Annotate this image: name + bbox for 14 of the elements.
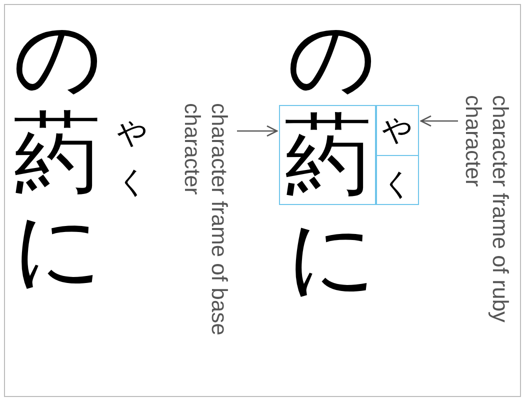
ruby-character-frame: [375, 105, 419, 205]
base-character-frame: [279, 105, 377, 205]
annotation-text: character frame of base character: [179, 103, 233, 398]
ruby-text: やく: [378, 95, 415, 204]
annotation-text: character frame of ruby character: [460, 95, 514, 395]
vertical-character: に: [287, 213, 377, 301]
vertical-character: に: [13, 205, 103, 293]
vertical-character: 葯: [284, 111, 372, 199]
vertical-character: の: [13, 13, 103, 101]
leader-arrow: [237, 125, 278, 137]
vertical-character: の: [287, 13, 377, 101]
ruby-text: やく: [113, 98, 150, 198]
leader-arrow: [420, 115, 458, 127]
vertical-character: 葯: [13, 109, 101, 197]
